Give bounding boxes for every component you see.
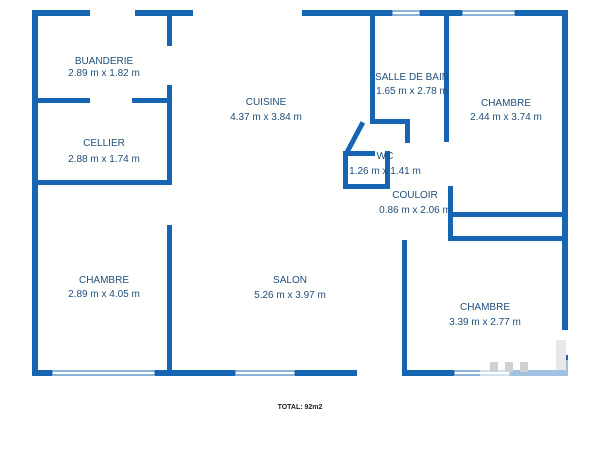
window-bottom-1: [51, 370, 156, 376]
wall-buanderie-bottom-b: [132, 98, 172, 103]
wall-couloir-right-low: [448, 216, 453, 240]
wall-sdb-left: [370, 16, 375, 124]
wall-wc-right: [385, 151, 390, 189]
wall-sdb-bottom-step: [370, 119, 410, 124]
wall-sdb-right: [444, 16, 449, 142]
wall-leftcol-right-mid: [167, 85, 172, 185]
room-name-buanderie: BUANDERIE: [75, 56, 134, 67]
wall-chambre3-left: [402, 240, 407, 375]
wall-cuisine-diag: [343, 121, 366, 156]
wall-sdb-inner: [405, 119, 410, 143]
room-dims-chambre-2: 2.44 m x 3.74 m: [470, 112, 542, 123]
room-name-cuisine: CUISINE: [246, 97, 287, 108]
window-top-1: [391, 10, 421, 16]
wall-leftcol-right-bottom: [167, 225, 172, 375]
wall-top-3: [302, 10, 392, 16]
room-name-wc: WC: [377, 151, 394, 162]
room-name-cellier: CELLIER: [83, 138, 125, 149]
room-name-salle-de-bain: SALLE DE BAIN: [375, 72, 449, 83]
room-dims-chambre-3: 3.39 m x 2.77 m: [449, 317, 521, 328]
corner-badge: [480, 340, 570, 376]
window-bottom-2: [234, 370, 296, 376]
room-name-chambre-1: CHAMBRE: [79, 275, 129, 286]
wall-bottom-4: [402, 370, 454, 376]
room-dims-cuisine: 4.37 m x 3.84 m: [230, 112, 302, 123]
room-dims-cellier: 2.88 m x 1.74 m: [68, 154, 140, 165]
wall-chambre2-bottom: [448, 212, 562, 217]
window-top-2: [461, 10, 516, 16]
wall-top-1: [32, 10, 90, 16]
total-area: TOTAL: 92m2: [278, 404, 323, 411]
wall-wc-top: [343, 151, 375, 156]
room-dims-buanderie: 2.89 m x 1.82 m: [68, 68, 140, 79]
wall-chambre3-top: [448, 236, 562, 241]
wall-leftcol-right-top: [167, 16, 172, 46]
room-dims-chambre-1: 2.89 m x 4.05 m: [68, 289, 140, 300]
wall-bottom-3: [295, 370, 357, 376]
wall-left: [32, 10, 38, 375]
wall-top-4: [420, 10, 462, 16]
wall-bottom-2: [155, 370, 235, 376]
wall-wc-bottom: [343, 184, 390, 189]
room-name-couloir: COULOIR: [392, 190, 438, 201]
wall-top-5: [515, 10, 568, 16]
room-name-salon: SALON: [273, 275, 307, 286]
wall-wc-left: [343, 151, 348, 189]
room-dims-wc: 1.26 m x 1.41 m: [349, 166, 421, 177]
room-dims-salle-de-bain: 1.65 m x 2.78 m: [376, 86, 448, 97]
wall-right-top: [562, 10, 568, 330]
wall-cellier-bottom: [32, 180, 172, 185]
wall-bottom-1: [32, 370, 52, 376]
wall-buanderie-bottom-a: [32, 98, 90, 103]
wall-top-2: [135, 10, 193, 16]
room-dims-salon: 5.26 m x 3.97 m: [254, 290, 326, 301]
room-name-chambre-2: CHAMBRE: [481, 98, 531, 109]
room-name-chambre-3: CHAMBRE: [460, 302, 510, 313]
wall-couloir-right-top: [448, 186, 453, 216]
room-dims-couloir: 0.86 m x 2.06 m: [379, 205, 451, 216]
